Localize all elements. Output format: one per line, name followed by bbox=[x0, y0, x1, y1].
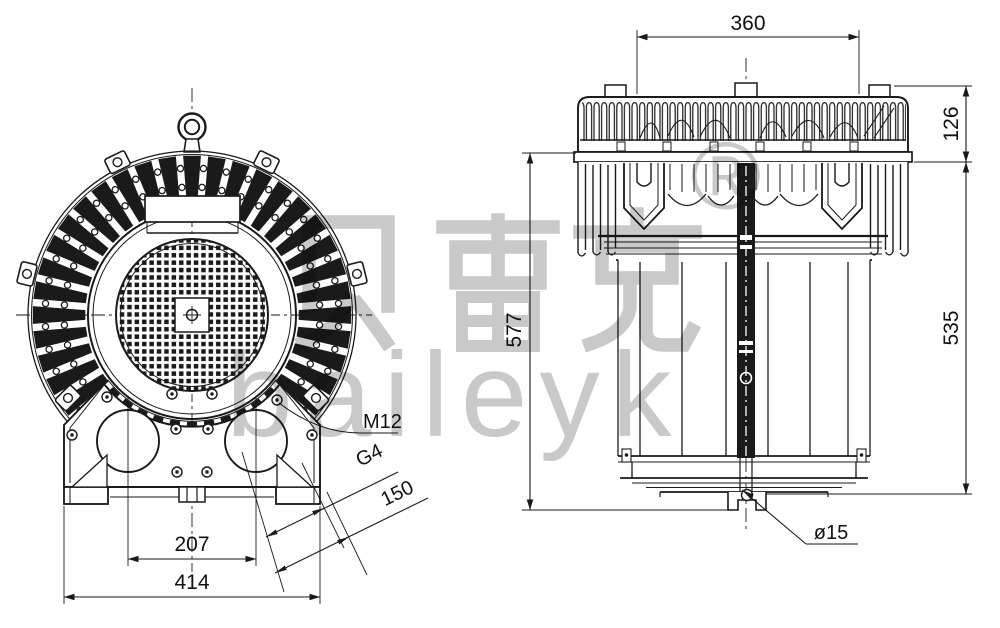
dim-cover-width: 360 bbox=[636, 12, 860, 94]
fan-cover bbox=[573, 82, 913, 163]
shaft-column bbox=[737, 163, 755, 492]
name-plate bbox=[144, 195, 241, 234]
dim-port-spacing: 207 bbox=[127, 398, 257, 566]
dim-label-m12: M12 bbox=[363, 411, 402, 433]
eyebolt bbox=[177, 112, 207, 153]
watermark: baileyk ® bbox=[226, 123, 761, 462]
dim-overall-width: 414 bbox=[63, 506, 321, 604]
dim-label-414: 414 bbox=[174, 571, 209, 594]
leader-foot-hole: ø15 bbox=[741, 489, 858, 545]
dim-body-height: 535 bbox=[766, 162, 972, 495]
leader-m12: M12 bbox=[278, 402, 402, 434]
dim-label-126: 126 bbox=[940, 106, 963, 141]
watermark-registered-icon: ® bbox=[691, 123, 762, 230]
dim-label-207: 207 bbox=[174, 533, 209, 556]
dim-cover-height: 126 bbox=[894, 85, 972, 163]
inlet-hub bbox=[113, 236, 271, 394]
dim-label-o15: ø15 bbox=[814, 522, 848, 544]
mounting-feet bbox=[63, 453, 321, 505]
watermark-latin: baileyk bbox=[226, 328, 684, 462]
watermark-cjk bbox=[294, 207, 702, 353]
dim-label-535: 535 bbox=[940, 310, 963, 345]
dim-label-360: 360 bbox=[730, 12, 765, 35]
